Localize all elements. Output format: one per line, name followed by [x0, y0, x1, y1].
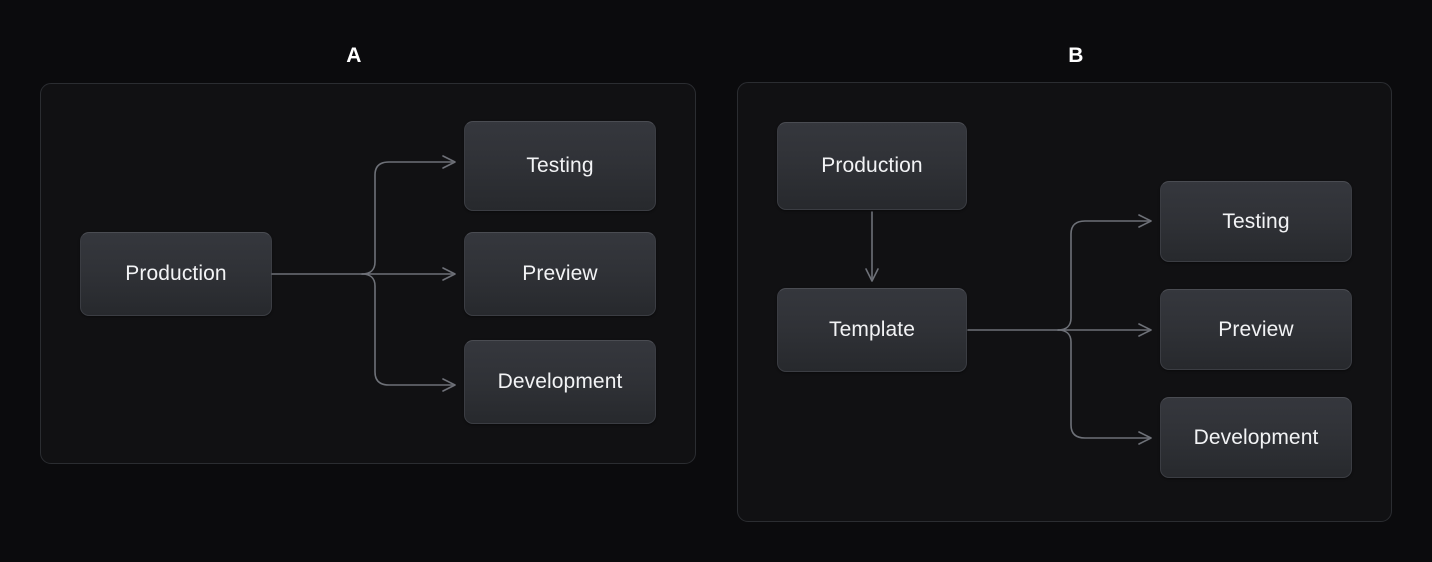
node-testing-a[interactable]: Testing [464, 121, 656, 211]
node-preview-b[interactable]: Preview [1160, 289, 1352, 370]
diagram-label-b: B [1068, 44, 1084, 67]
node-development-a[interactable]: Development [464, 340, 656, 424]
node-development-b[interactable]: Development [1160, 397, 1352, 478]
node-preview-a[interactable]: Preview [464, 232, 656, 316]
node-production-a[interactable]: Production [80, 232, 272, 316]
node-template-b[interactable]: Template [777, 288, 967, 372]
node-testing-b[interactable]: Testing [1160, 181, 1352, 262]
diagram-label-a: A [346, 44, 362, 67]
node-production-b[interactable]: Production [777, 122, 967, 210]
